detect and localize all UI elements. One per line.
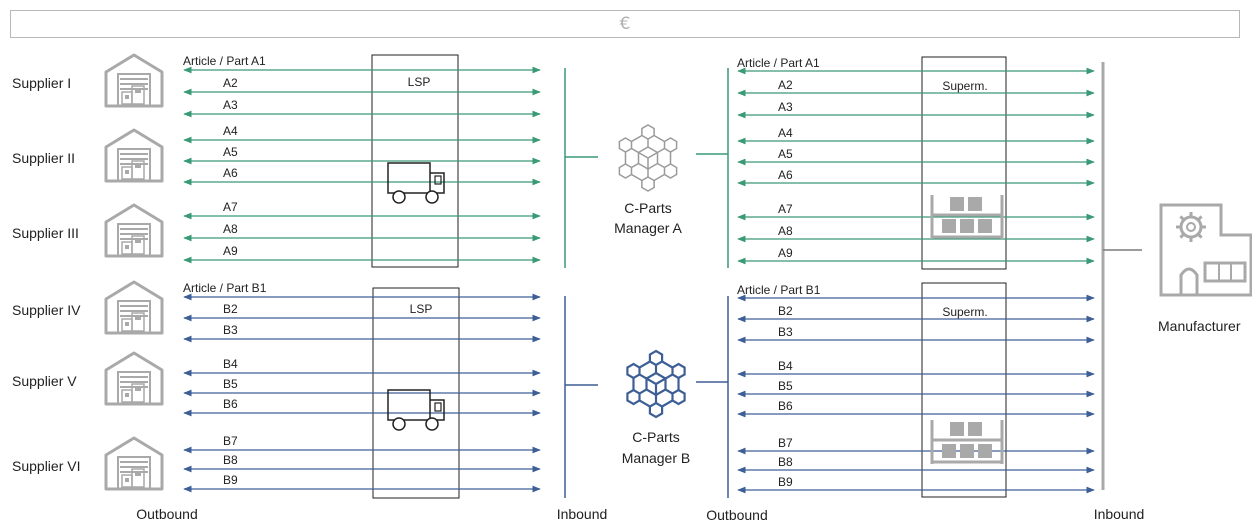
article-label: B2 — [223, 302, 238, 316]
article-label: B8 — [223, 453, 238, 467]
manager-label: Manager A — [614, 220, 682, 236]
article-label: B6 — [223, 397, 238, 411]
warehouse-icon — [104, 280, 164, 335]
article-label: B3 — [223, 323, 238, 337]
article-label: B6 — [778, 399, 793, 413]
lsp-label: LSP — [410, 302, 433, 316]
supermarket-label: Superm. — [942, 305, 987, 319]
article-label: A6 — [778, 168, 793, 182]
warehouse-icon — [104, 203, 164, 258]
factory-icon — [1159, 203, 1252, 297]
lsp-label: LSP — [408, 75, 431, 89]
article-label: B9 — [778, 475, 793, 489]
article-label: B5 — [223, 377, 238, 391]
manager-label: C-Parts — [624, 200, 671, 216]
warehouse-icon — [104, 436, 164, 491]
article-label: A3 — [778, 100, 793, 114]
outbound-label: Outbound — [136, 506, 198, 522]
article-label: B3 — [778, 325, 793, 339]
article-label: B5 — [778, 379, 793, 393]
article-label: Article / Part A1 — [737, 56, 820, 70]
manager-label: Manager B — [622, 450, 690, 466]
inbound-label: Inbound — [557, 506, 608, 522]
article-label: Article / Part A1 — [183, 54, 266, 68]
article-label: Article / Part B1 — [737, 283, 821, 297]
network-icon — [626, 349, 686, 419]
supermarket-box — [921, 282, 1007, 498]
supermarket-label: Superm. — [942, 79, 987, 93]
article-label: A9 — [223, 244, 238, 258]
supplier-label: Supplier V — [12, 373, 77, 389]
article-label: B2 — [778, 304, 793, 318]
article-label: B4 — [778, 359, 793, 373]
warehouse-icon — [104, 351, 164, 406]
supplier-label: Supplier I — [12, 75, 71, 91]
truck-icon — [387, 162, 445, 204]
inbound-label: Inbound — [1094, 506, 1145, 522]
shelf-icon — [930, 195, 1004, 239]
article-label: A9 — [778, 246, 793, 260]
article-label: B7 — [778, 436, 793, 450]
article-label: B7 — [223, 434, 238, 448]
manager-label: C-Parts — [632, 429, 679, 445]
article-label: Article / Part B1 — [183, 281, 267, 295]
article-label: B8 — [778, 455, 793, 469]
article-label: B9 — [223, 473, 238, 487]
network-icon — [618, 124, 678, 192]
supplier-label: Supplier IV — [12, 302, 81, 318]
article-label: A4 — [223, 124, 238, 138]
article-label: A3 — [223, 98, 238, 112]
article-label: A5 — [223, 145, 238, 159]
manufacturer-label: Manufacturer — [1158, 318, 1241, 334]
warehouse-icon — [104, 53, 164, 108]
supplier-label: Supplier II — [12, 150, 75, 166]
article-label: A6 — [223, 166, 238, 180]
article-label: A8 — [778, 224, 793, 238]
article-label: A4 — [778, 126, 793, 140]
warehouse-icon — [104, 128, 164, 183]
shelf-icon — [930, 420, 1004, 464]
article-label: A8 — [223, 222, 238, 236]
supplier-label: Supplier VI — [12, 458, 80, 474]
article-label: B4 — [223, 357, 238, 371]
article-label: A2 — [778, 78, 793, 92]
article-label: A7 — [223, 200, 238, 214]
cost-bar: € — [10, 10, 1240, 38]
supplier-label: Supplier III — [12, 225, 79, 241]
article-label: A7 — [778, 202, 793, 216]
truck-icon — [387, 389, 445, 431]
article-label: A5 — [778, 147, 793, 161]
euro-symbol: € — [619, 14, 631, 34]
outbound-label: Outbound — [706, 507, 768, 523]
article-label: A2 — [223, 76, 238, 90]
